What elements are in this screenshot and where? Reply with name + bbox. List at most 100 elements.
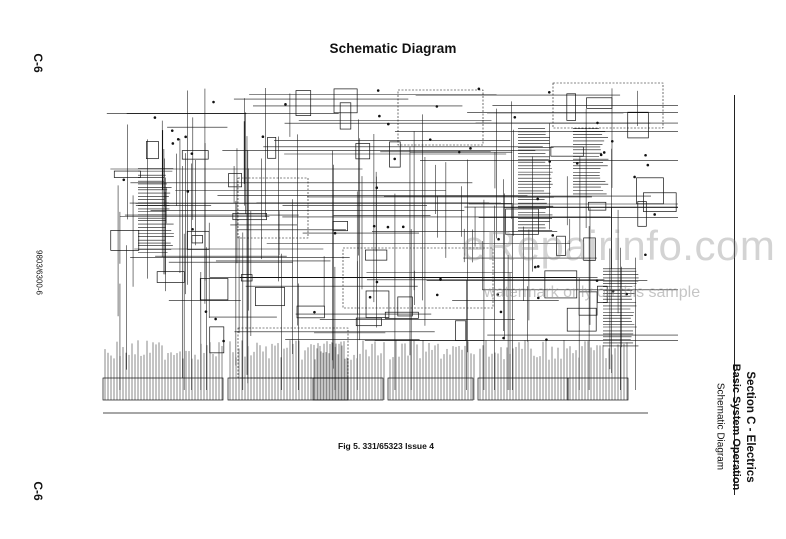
junction-dot [393, 157, 397, 161]
junction-dot [596, 121, 599, 125]
junction-dot [644, 153, 647, 157]
component-box [627, 111, 649, 139]
junction-dot [214, 317, 217, 321]
junction-dot [184, 135, 187, 139]
component-box [556, 235, 566, 256]
component-box [455, 320, 467, 341]
junction-dot [153, 116, 157, 119]
junction-dot [191, 227, 194, 231]
junction-dot [611, 290, 615, 293]
junction-dot [176, 137, 180, 141]
component-box [355, 317, 382, 327]
junction-dot [387, 122, 390, 126]
component-box [146, 141, 159, 160]
component-box [181, 150, 209, 160]
component-box [186, 230, 210, 250]
component-box [597, 285, 608, 303]
connector-strip [387, 377, 474, 401]
junction-dot [625, 292, 629, 296]
junction-dot [372, 224, 376, 228]
junction-dot [653, 213, 656, 216]
junction-dot [376, 89, 380, 92]
component-box [267, 137, 277, 159]
watermark-main: eRepairinfo.com [462, 222, 776, 269]
page-title: Schematic Diagram [329, 41, 457, 56]
component-box [636, 177, 664, 205]
component-box [566, 307, 597, 332]
connector-strip [567, 377, 629, 401]
junction-dot [477, 87, 481, 91]
junction-dot [602, 151, 606, 154]
component-box [544, 270, 578, 299]
junction-dot [368, 295, 372, 299]
junction-dot [599, 153, 603, 157]
junction-dot [499, 310, 503, 314]
junction-dot [513, 116, 517, 119]
junction-dot [378, 114, 381, 118]
watermark-sub: watermark only on this sample [484, 284, 701, 301]
junction-dot [313, 310, 316, 314]
component-box [643, 192, 677, 212]
junction-dot [435, 105, 439, 108]
component-box [295, 90, 312, 116]
schematic-drawing [102, 82, 678, 414]
component-box [583, 237, 596, 261]
component-box [232, 212, 267, 221]
component-box [550, 146, 584, 157]
junction-dot [646, 163, 650, 167]
junction-dot [212, 100, 215, 104]
component-box [296, 305, 325, 319]
junction-dot [439, 277, 442, 281]
junction-dot [497, 237, 500, 241]
component-box [389, 141, 401, 168]
subsection-heading: Basic System Operation [730, 363, 742, 491]
junction-dot [633, 175, 636, 179]
junction-dot [375, 280, 379, 284]
component-box [637, 201, 647, 227]
module-outline [552, 82, 664, 129]
module-outline [237, 177, 309, 239]
junction-dot [547, 90, 551, 94]
junction-dot [502, 336, 505, 340]
component-box [228, 173, 242, 188]
page-code-bottom: C-6 [31, 481, 45, 501]
junction-dot [536, 265, 540, 268]
component-box [240, 274, 253, 282]
component-box [255, 286, 285, 307]
component-box [365, 249, 388, 261]
junction-dot [171, 142, 175, 145]
component-box [113, 170, 141, 178]
component-box [199, 278, 229, 301]
section-heading: Section C - Electrics [744, 371, 756, 483]
junction-dot [469, 147, 472, 150]
junction-dot [595, 279, 599, 282]
junction-dot [548, 160, 552, 163]
junction-dot [122, 178, 126, 182]
junction-dot [204, 310, 208, 313]
junction-dot [575, 162, 579, 165]
junction-dot [261, 135, 265, 139]
component-box [397, 296, 413, 317]
wiring-schematic [98, 78, 688, 430]
junction-dot [333, 231, 337, 235]
junction-dot [401, 225, 405, 229]
side-divider [734, 95, 735, 495]
component-box [333, 88, 358, 114]
junction-dot [435, 293, 439, 297]
component-box [505, 208, 539, 235]
figure-caption: Fig 5. 331/65323 Issue 4 [338, 441, 434, 451]
module-outline [342, 247, 494, 309]
component-box [339, 102, 352, 130]
junction-dot [386, 225, 390, 229]
junction-dot [428, 138, 432, 141]
junction-dot [186, 190, 190, 193]
component-box [110, 230, 140, 251]
component-box [355, 143, 371, 160]
module-outline [397, 89, 484, 146]
component-box [566, 93, 576, 121]
junction-dot [222, 339, 225, 343]
junction-dot [545, 338, 548, 341]
junction-dot [537, 296, 540, 300]
component-box [365, 290, 390, 318]
junction-dot [190, 152, 194, 155]
